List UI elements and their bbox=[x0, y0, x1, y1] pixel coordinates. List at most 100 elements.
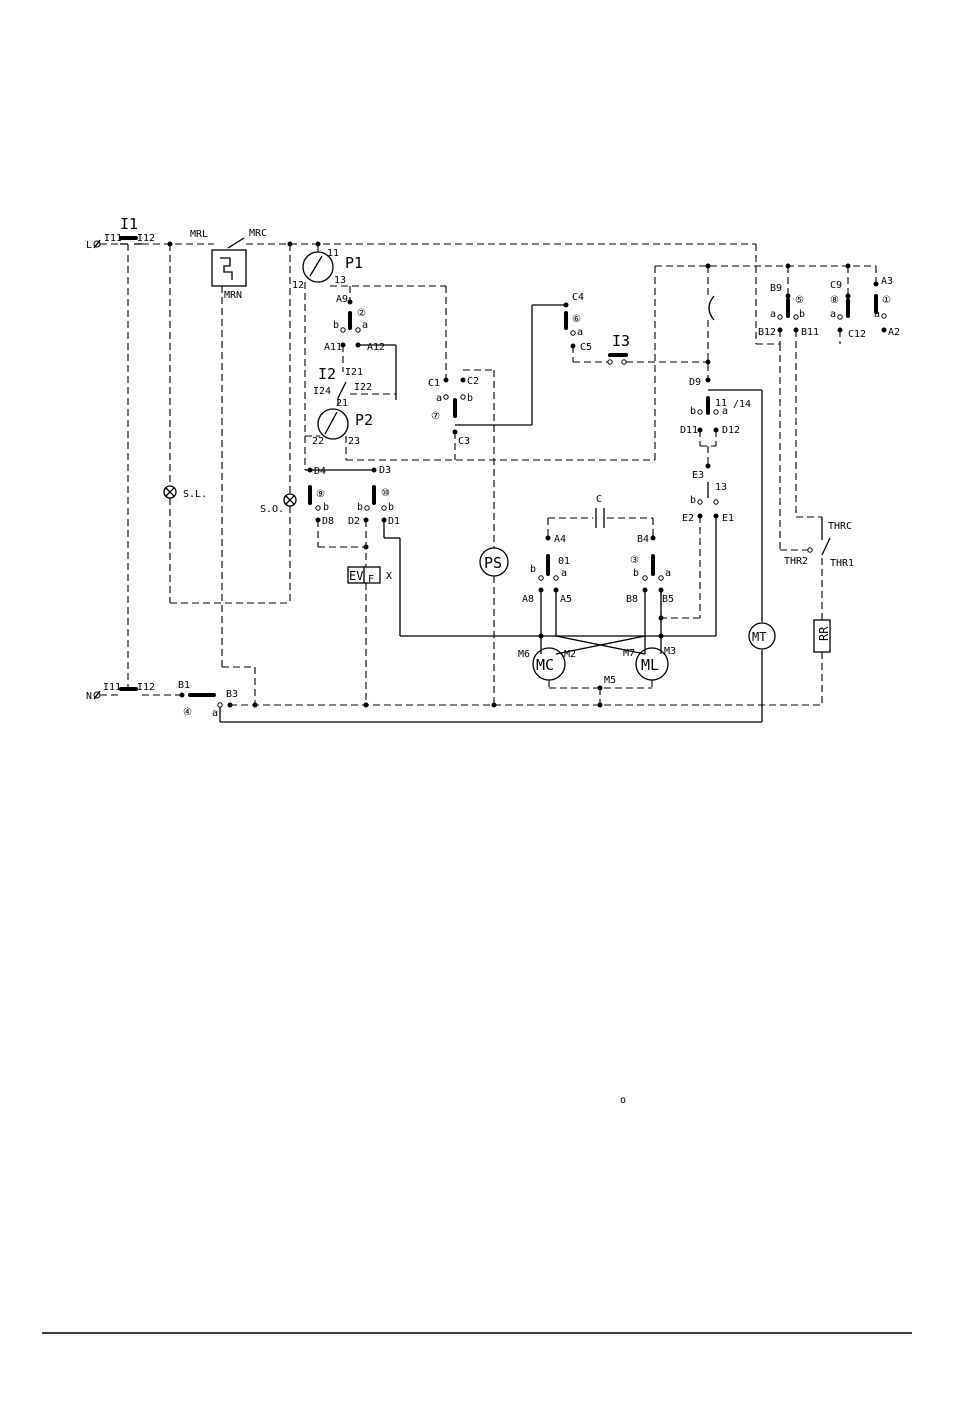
a9-b-contact bbox=[340, 327, 346, 333]
c10-label: ⑩ bbox=[381, 488, 390, 499]
a4-label: A4 bbox=[554, 534, 566, 545]
a2-node bbox=[881, 327, 887, 333]
c5-label: C5 bbox=[580, 342, 592, 353]
b-label: b bbox=[530, 564, 536, 575]
p2-label: P2 bbox=[355, 411, 373, 429]
d3-node bbox=[371, 467, 377, 473]
c12-label: C12 bbox=[848, 329, 866, 340]
b-label: b bbox=[799, 309, 805, 320]
a11-label: A11 bbox=[324, 342, 342, 353]
c9-a-contact bbox=[837, 314, 843, 320]
i12-label: I12 bbox=[137, 682, 155, 693]
mrl-label: MRL bbox=[190, 229, 208, 240]
c1-label: C1 bbox=[428, 378, 440, 389]
p1-blade bbox=[309, 255, 323, 277]
c7-label: ⑦ bbox=[431, 411, 440, 422]
b3-node bbox=[227, 702, 233, 708]
b9-a-contact bbox=[777, 314, 783, 320]
b-label: b bbox=[690, 495, 696, 506]
d9-a-contact bbox=[713, 409, 719, 415]
d9-node bbox=[705, 377, 711, 383]
i11-label: I11 bbox=[103, 682, 121, 693]
a-label: a bbox=[665, 568, 671, 579]
a-label: a bbox=[561, 568, 567, 579]
capacitor-label: C bbox=[596, 494, 602, 505]
d1-label: D1 bbox=[388, 516, 400, 527]
a2-label: A2 bbox=[888, 327, 900, 338]
e3-b-contact bbox=[697, 499, 703, 505]
f-label: F bbox=[368, 574, 374, 585]
stray-mark: o bbox=[620, 1095, 626, 1106]
a4-a-contact bbox=[553, 575, 559, 581]
thr2-contact bbox=[807, 547, 813, 553]
c4-label: ④ bbox=[183, 707, 192, 718]
i21-label: I21 bbox=[345, 367, 363, 378]
b1-label: B1 bbox=[178, 680, 190, 691]
mt-label: MT bbox=[752, 630, 766, 644]
thr1-label: THR1 bbox=[830, 558, 854, 569]
return-node bbox=[597, 702, 603, 708]
c11-label: 11 bbox=[715, 398, 727, 409]
i3-label: I3 bbox=[612, 332, 630, 350]
c1-node bbox=[443, 377, 449, 383]
b1-node bbox=[179, 692, 185, 698]
p2-22-label: 22 bbox=[312, 436, 324, 447]
e2-label: E2 bbox=[682, 513, 694, 524]
b-label: b bbox=[690, 406, 696, 417]
d2-label: D2 bbox=[348, 516, 360, 527]
b9-label: B9 bbox=[770, 283, 782, 294]
b8-label: B8 bbox=[626, 594, 638, 605]
b-label: b bbox=[467, 393, 473, 404]
cross-wire bbox=[555, 635, 646, 655]
c1-label: ① bbox=[882, 295, 891, 306]
b5-label: B5 bbox=[662, 594, 674, 605]
a-label: a bbox=[212, 708, 218, 719]
i3-contact bbox=[621, 359, 627, 365]
e1-label: E1 bbox=[722, 513, 734, 524]
l-label: L bbox=[86, 240, 92, 251]
b4-node bbox=[650, 535, 656, 541]
d4-node bbox=[307, 467, 313, 473]
a3-node bbox=[873, 281, 879, 287]
c13-label: 13 bbox=[715, 482, 727, 493]
i3-node bbox=[705, 359, 711, 365]
a-label: a bbox=[830, 309, 836, 320]
c-b-contact bbox=[460, 394, 466, 400]
p2-23-label: 23 bbox=[348, 436, 360, 447]
p1-11-label: 11 bbox=[327, 248, 339, 259]
p1-label: P1 bbox=[345, 254, 363, 272]
a3-label: A3 bbox=[881, 276, 893, 287]
i22-label: I22 bbox=[354, 382, 372, 393]
so-label: S.O. bbox=[260, 504, 284, 515]
a9-node bbox=[347, 299, 353, 305]
mt-timer-motor bbox=[748, 622, 776, 650]
return-node bbox=[363, 702, 369, 708]
b3-a-contact bbox=[217, 702, 223, 708]
b9-b-contact bbox=[793, 314, 799, 320]
i2-blade bbox=[337, 381, 347, 399]
d8-label: D8 bbox=[322, 516, 334, 527]
ps-label: PS bbox=[484, 554, 502, 572]
b4-label: B4 bbox=[637, 534, 649, 545]
b-label: b bbox=[357, 502, 363, 513]
d3-b2-contact bbox=[381, 505, 387, 511]
motor-node bbox=[658, 615, 664, 621]
b4-b-contact bbox=[642, 575, 648, 581]
a9-label: A9 bbox=[336, 294, 348, 305]
m5-node bbox=[597, 685, 603, 691]
m6-label: M6 bbox=[518, 649, 530, 660]
d3-label: D3 bbox=[379, 465, 391, 476]
p1-12-label: 12 bbox=[292, 280, 304, 291]
so-lamp-icon bbox=[285, 495, 295, 505]
a3-a-contact bbox=[881, 313, 887, 319]
x-label: X bbox=[386, 571, 392, 582]
return-node bbox=[252, 702, 258, 708]
m7-label: M7 bbox=[623, 648, 635, 659]
c5-label: ⑤ bbox=[795, 295, 804, 306]
b-label: b bbox=[388, 502, 394, 513]
i2-label: I2 bbox=[318, 365, 336, 383]
rr-label: RR bbox=[817, 626, 831, 641]
i24-label: I24 bbox=[313, 386, 331, 397]
